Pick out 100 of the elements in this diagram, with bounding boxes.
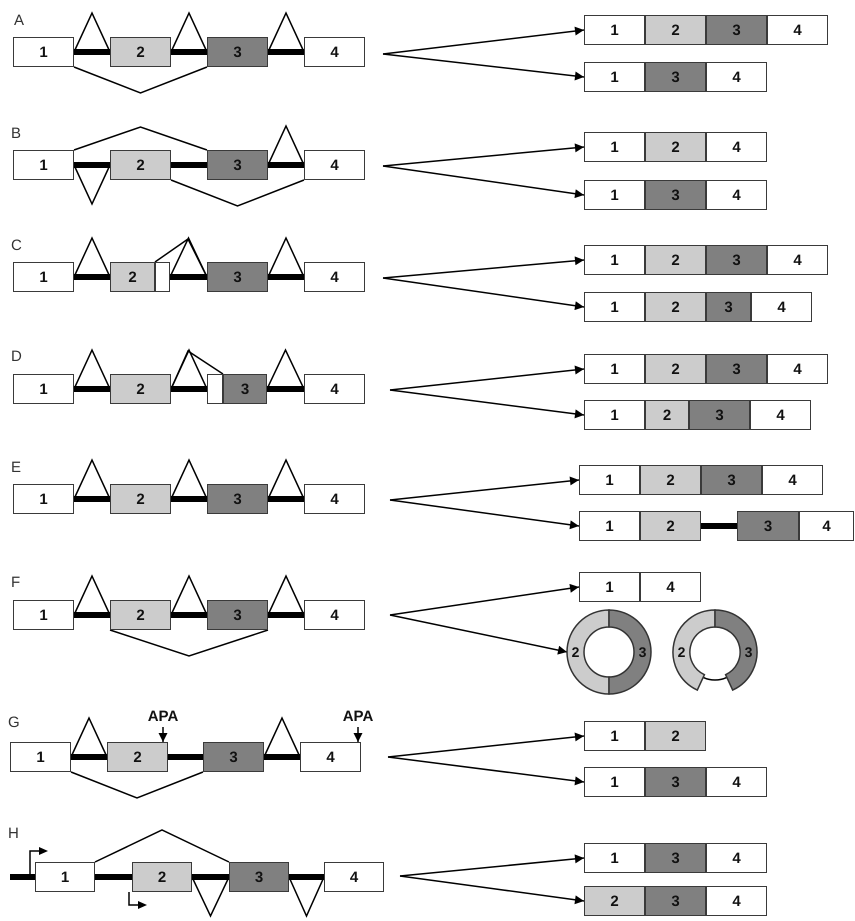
exon-box: 2 <box>584 886 645 916</box>
retained-intron-box <box>207 374 223 404</box>
intron-line <box>74 496 110 502</box>
arrow <box>390 476 580 501</box>
arrow <box>382 165 584 198</box>
exon-box: 4 <box>706 132 767 162</box>
intron-line <box>268 274 304 280</box>
exon-box: 4 <box>304 37 365 67</box>
exon-box: 2 <box>645 400 689 430</box>
exon-box: 1 <box>579 572 640 602</box>
exon-box: 3 <box>645 886 706 916</box>
exon-box: 4 <box>300 742 361 772</box>
exon-box: 1 <box>13 374 74 404</box>
intron-line <box>264 754 300 760</box>
panel-letter: D <box>11 349 22 364</box>
arrow <box>390 389 584 418</box>
exon-box: 2 <box>645 132 706 162</box>
exon-box: 2 <box>110 374 171 404</box>
exon-box: 3 <box>689 400 750 430</box>
intron-line <box>268 162 304 168</box>
exon-box: 1 <box>13 484 74 514</box>
exon-box: 1 <box>584 180 645 210</box>
ring-segment: 3 <box>715 610 757 694</box>
exon-box: 1 <box>584 132 645 162</box>
intron-line <box>74 49 110 55</box>
exon-box: 3 <box>229 862 289 892</box>
exon-box: 3 <box>701 465 762 495</box>
exon-box: 4 <box>706 886 767 916</box>
exon-box: 3 <box>207 484 268 514</box>
arrow <box>382 143 584 167</box>
splice-line <box>110 629 268 657</box>
intron-line <box>289 874 324 880</box>
exon-box: 1 <box>35 862 95 892</box>
intron-line <box>268 49 304 55</box>
exon-box: 2 <box>110 600 171 630</box>
exon-box: 2 <box>110 262 155 292</box>
exon-box: 2 <box>645 15 706 45</box>
splice-line <box>170 179 304 207</box>
exon-box: 1 <box>584 400 645 430</box>
exon-box: 4 <box>304 374 365 404</box>
panel-letter: H <box>8 826 19 841</box>
exon-box: 4 <box>767 15 828 45</box>
exon-box: 4 <box>799 511 854 541</box>
splice-line <box>94 829 230 863</box>
exon-box: 1 <box>584 15 645 45</box>
exon-box: 4 <box>767 245 828 275</box>
intron-line <box>74 386 110 392</box>
splice-line <box>74 66 208 94</box>
exon-box: 4 <box>706 767 767 797</box>
panel-letter: G <box>8 715 20 730</box>
arrow <box>382 53 584 80</box>
exon-box: 2 <box>645 354 706 384</box>
exon-box: 3 <box>223 374 267 404</box>
exon-box: 1 <box>13 150 74 180</box>
exon-box: 4 <box>750 400 811 430</box>
intron-line <box>171 612 207 618</box>
exon-box: 3 <box>706 15 767 45</box>
exon-box: 4 <box>304 150 365 180</box>
exon-box: 1 <box>584 245 645 275</box>
arrow <box>388 732 584 758</box>
exon-box: 1 <box>584 843 645 873</box>
splice-line <box>70 771 204 799</box>
panel-letter: E <box>11 460 22 475</box>
exon-box: 3 <box>645 843 706 873</box>
intron-line <box>74 162 110 168</box>
panel-letter: F <box>11 575 20 590</box>
exon-box: 2 <box>107 742 168 772</box>
intron-line <box>171 162 207 168</box>
intron-line <box>74 612 110 618</box>
exon-box: 1 <box>579 465 640 495</box>
exon-box: 2 <box>132 862 192 892</box>
exon-box: 1 <box>579 511 640 541</box>
intron-line <box>10 874 35 880</box>
intron-line <box>168 754 203 760</box>
exon-box: 1 <box>584 292 645 322</box>
exon-box: 1 <box>10 742 71 772</box>
exon-box: 3 <box>706 354 767 384</box>
exon-box: 1 <box>13 600 74 630</box>
site-label: APA <box>335 706 381 726</box>
arrow <box>354 727 362 742</box>
exon-box: 4 <box>304 262 365 292</box>
exon-box: 4 <box>706 180 767 210</box>
ring-line <box>702 676 728 681</box>
ring-segment: 3 <box>609 610 651 694</box>
intron-line <box>170 274 207 280</box>
exon-box: 2 <box>640 511 701 541</box>
site-label: APA <box>140 706 186 726</box>
exon-box: 4 <box>767 354 828 384</box>
exon-box: 1 <box>13 262 74 292</box>
intron-line <box>192 874 229 880</box>
exon-box: 4 <box>762 465 823 495</box>
arrow <box>390 499 580 530</box>
arrow <box>382 256 584 279</box>
arrow <box>400 875 584 904</box>
exon-box: 4 <box>640 572 701 602</box>
exon-box: 4 <box>324 862 384 892</box>
exon-box: 2 <box>640 465 701 495</box>
intron-line <box>95 874 132 880</box>
intron-line <box>74 274 110 280</box>
exon-box: 2 <box>110 484 171 514</box>
